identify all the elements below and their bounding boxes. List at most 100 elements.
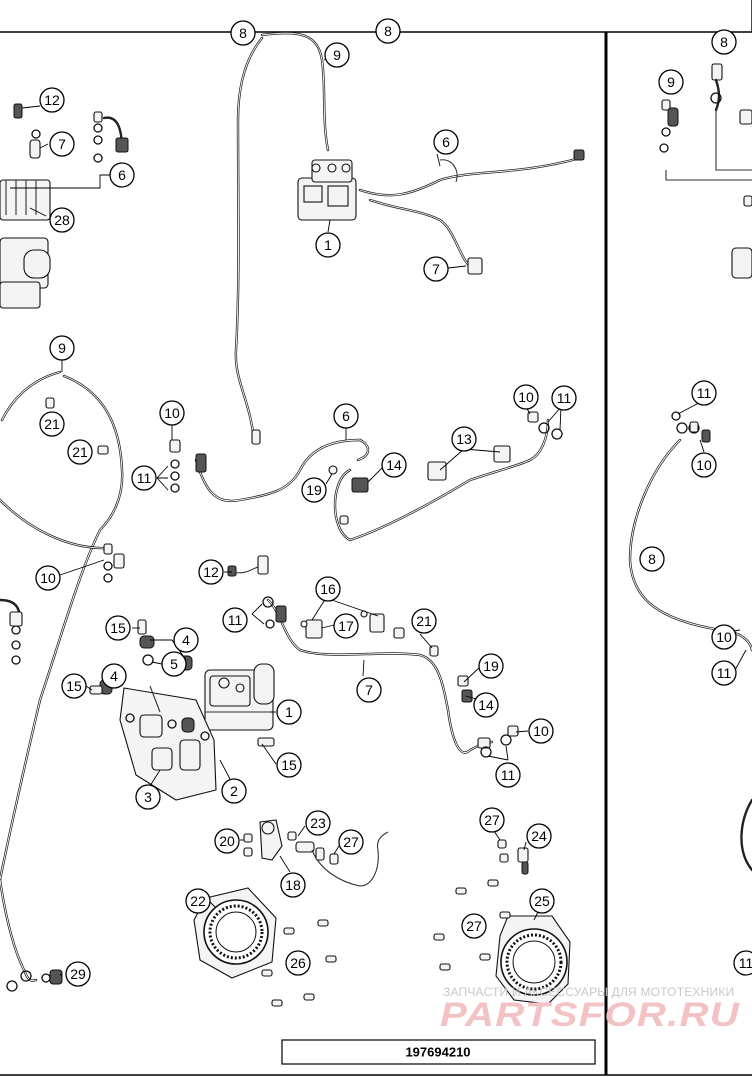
callout-15-b: 15 [61, 673, 87, 699]
svg-text:7: 7 [432, 261, 440, 277]
svg-text:12: 12 [203, 564, 219, 580]
callout-17: 17 [333, 613, 359, 639]
svg-text:14: 14 [478, 697, 494, 713]
svg-text:11: 11 [557, 390, 572, 406]
callout-23: 23 [305, 810, 331, 836]
svg-text:18: 18 [285, 877, 301, 893]
callout-16: 16 [315, 576, 341, 602]
svg-text:11: 11 [501, 767, 516, 783]
svg-text:26: 26 [290, 955, 306, 971]
svg-text:11: 11 [697, 385, 712, 401]
callout-11-right-3: 11 [711, 660, 737, 686]
svg-text:17: 17 [338, 618, 354, 634]
abs-modulator-assembly [89, 619, 275, 801]
svg-text:24: 24 [531, 828, 547, 844]
callout-14-low: 14 [473, 692, 499, 718]
svg-text:8: 8 [384, 23, 392, 39]
callout-8-right-2: 8 [639, 546, 665, 572]
svg-text:11: 11 [717, 665, 732, 681]
callout-11-right-2: 11 [691, 380, 717, 406]
leader-lines [10, 54, 747, 977]
callout-27-a: 27 [338, 829, 364, 855]
svg-text:5: 5 [170, 656, 178, 672]
svg-text:7: 7 [58, 136, 66, 152]
svg-text:7: 7 [365, 682, 373, 698]
callout-24: 24 [526, 823, 552, 849]
callout-9-mid: 9 [49, 335, 75, 361]
callout-6-top: 6 [433, 129, 459, 155]
callout-11-right-4: 11 [733, 950, 752, 976]
svg-text:13: 13 [456, 431, 472, 447]
callout-7-top: 7 [423, 256, 449, 282]
callout-7-low: 7 [356, 677, 382, 703]
callout-13: 13 [451, 426, 477, 452]
svg-text:14: 14 [386, 457, 402, 473]
callout-1-low: 1 [276, 699, 302, 725]
svg-text:25: 25 [534, 893, 550, 909]
callout-10-right: 10 [513, 384, 539, 410]
callout-10-right-3: 10 [711, 624, 737, 650]
callout-21-a: 21 [39, 411, 65, 437]
svg-text:8: 8 [720, 34, 728, 50]
hose-7-assembly [227, 555, 519, 758]
document-number: 197694210 [405, 1045, 470, 1060]
hose-6-assembly [169, 411, 563, 542]
callout-19-low: 19 [478, 653, 504, 679]
svg-text:8: 8 [648, 551, 656, 567]
callout-26: 26 [285, 950, 311, 976]
watermark: ЗАПЧАСТИ И АКСЕССУАРЫ ДЛЯ МОТОТЕХНИКИ PA… [440, 985, 740, 1034]
top-hose-overview [234, 31, 585, 445]
svg-text:11: 11 [739, 955, 752, 971]
svg-text:10: 10 [696, 457, 712, 473]
callout-11-mid: 11 [131, 465, 157, 491]
svg-text:15: 15 [66, 678, 82, 694]
svg-text:1: 1 [285, 704, 293, 720]
svg-text:10: 10 [164, 405, 180, 421]
callout-15-c: 15 [276, 752, 302, 778]
callout-11-low: 11 [222, 607, 248, 633]
svg-text:6: 6 [342, 408, 350, 424]
callout-11-low-2: 11 [495, 762, 521, 788]
svg-text:20: 20 [219, 833, 235, 849]
svg-text:21: 21 [72, 444, 88, 460]
watermark-tagline: ЗАПЧАСТИ И АКСЕССУАРЫ ДЛЯ МОТОТЕХНИКИ [443, 985, 734, 999]
svg-text:9: 9 [58, 340, 66, 356]
svg-text:23: 23 [310, 815, 326, 831]
svg-text:3: 3 [144, 789, 152, 805]
svg-text:27: 27 [466, 918, 482, 934]
callout-22: 22 [185, 888, 211, 914]
callout-12-low: 12 [198, 559, 224, 585]
callout-15-a: 15 [105, 615, 131, 641]
tone-rings [193, 879, 571, 1007]
callout-4-a: 4 [173, 627, 199, 653]
callout-5: 5 [161, 651, 187, 677]
svg-text:10: 10 [40, 570, 56, 586]
svg-text:21: 21 [44, 416, 60, 432]
svg-text:12: 12 [44, 92, 60, 108]
left-partial-panel [0, 103, 129, 992]
svg-text:10: 10 [533, 723, 549, 739]
svg-text:11: 11 [137, 470, 152, 486]
svg-text:21: 21 [416, 613, 432, 629]
svg-text:27: 27 [484, 812, 500, 828]
callout-4-b: 4 [101, 663, 127, 689]
callout-8-right: 8 [711, 29, 737, 55]
callout-27-b: 27 [479, 807, 505, 833]
svg-text:15: 15 [281, 757, 297, 773]
svg-text:4: 4 [182, 632, 190, 648]
svg-text:19: 19 [483, 658, 499, 674]
svg-text:8: 8 [239, 25, 247, 41]
callout-6-left: 6 [109, 162, 135, 188]
svg-text:15: 15 [110, 620, 126, 636]
callout-28: 28 [49, 207, 75, 233]
callout-8-top: 8 [230, 20, 256, 46]
callout-3: 3 [135, 784, 161, 810]
callout-6-mid: 6 [333, 403, 359, 429]
callout-12-left: 12 [39, 87, 65, 113]
callout-18: 18 [280, 872, 306, 898]
callout-27-c: 27 [461, 913, 487, 939]
callout-10-right-2: 10 [691, 452, 717, 478]
callout-10-low: 10 [528, 718, 554, 744]
